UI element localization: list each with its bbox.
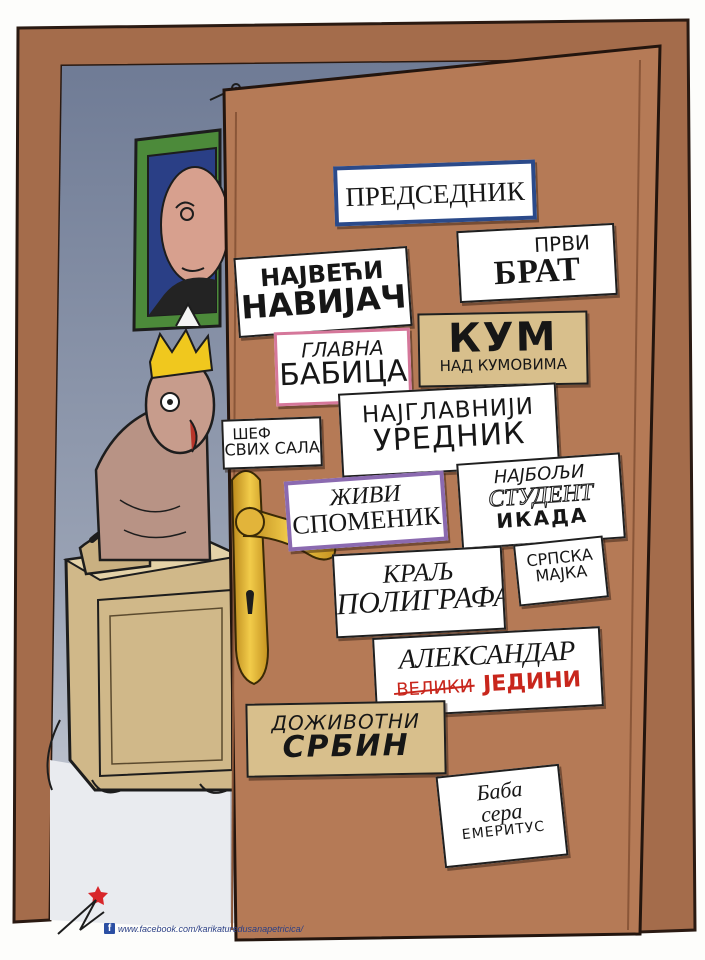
framed-portrait [132, 83, 247, 332]
plaque-predsednik: ПРЕДСЕДНИК [333, 159, 537, 227]
plaque-line: ЈЕДИНИ [482, 667, 582, 698]
man-figure [94, 327, 216, 562]
plaque-text: ПРЕДСЕДНИК [344, 175, 526, 213]
plaque-najveci-navijac: НАЈВЕЋИ НАВИЈАЧ [233, 246, 413, 338]
plaque-line: КУМ [447, 314, 558, 362]
plaque-kum-nad-kumovima: КУМ НАД КУМОВИМА [417, 310, 589, 388]
plaque-line: НАД КУМОВИМА [439, 354, 568, 376]
crossed-out-word: ВЕЛИКИ [395, 675, 474, 701]
plaque-dozivotni-srbin: ДОЖИВОТНИ СРБИН [245, 700, 447, 778]
plaque-line: БАБИЦА [278, 353, 408, 394]
plaque-zivi-spomenik: ЖИВИ СПОМЕНИК [283, 470, 449, 552]
plaque-line: СРБИН [282, 727, 410, 766]
plaque-sef-svih-sala: ШЕФ СВИХ САЛА [221, 416, 323, 470]
plaque-line: СВИХ САЛА [224, 437, 321, 460]
plaque-line: БРАТ [492, 250, 582, 293]
plaque-kralj-poligrafa: КРАЉ ПОЛИГРАФА [331, 545, 507, 639]
facebook-icon: f [104, 923, 115, 934]
artist-credit-link[interactable]: www.facebook.com/karikaturedusanapetrici… [118, 924, 304, 934]
plaque-line: УРЕДНИК [372, 416, 527, 459]
plaque-srpska-majka: СРПСКА МАЈКА [513, 535, 609, 607]
signature-mark [57, 886, 108, 935]
plaque-baba-sera-emeritus: Баба сера ЕМЕРИТУС [435, 763, 569, 869]
plaque-prvi-brat: ПРВИ БРАТ [456, 222, 618, 304]
plaque-line: НАВИЈАЧ [239, 277, 408, 327]
plaque-line: ПОЛИГРАФА [335, 579, 507, 622]
